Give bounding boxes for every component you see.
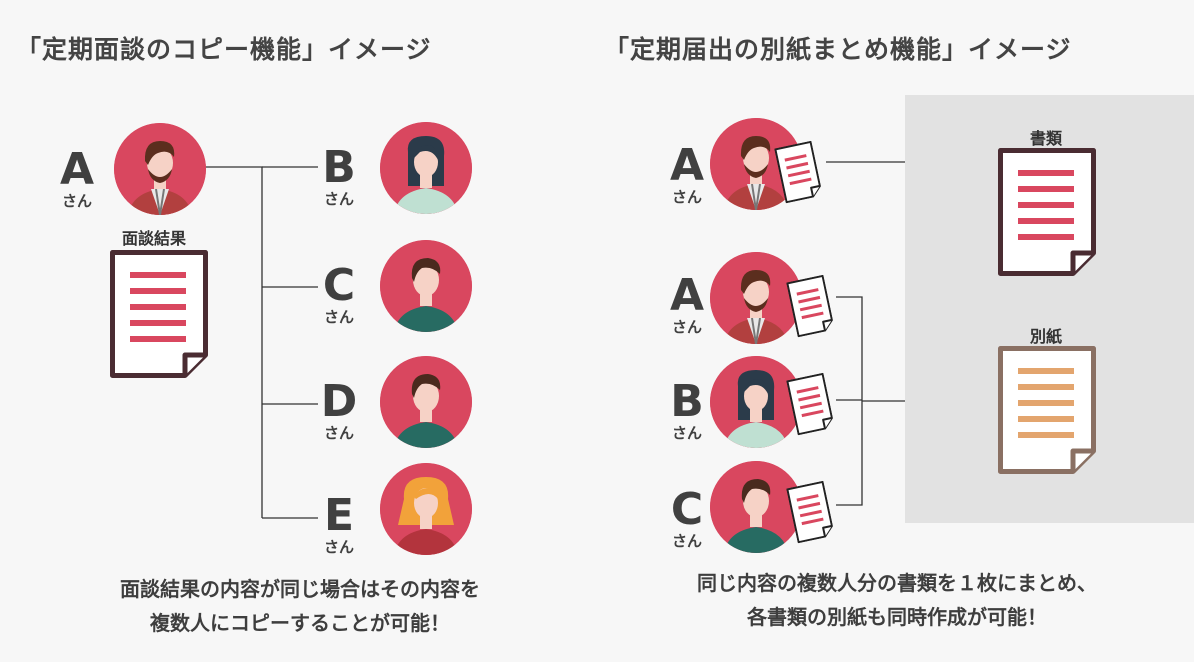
left-caption: 面談結果の内容が同じ場合はその内容を 複数人にコピーすることが可能！ [0, 572, 600, 640]
person-letter: C [322, 260, 356, 311]
person-c-label: C さん [662, 484, 712, 551]
person-suffix: さん [323, 190, 354, 208]
person-letter: B [322, 142, 356, 193]
person-letter: B [670, 376, 704, 427]
document-icon [110, 250, 208, 382]
connector-group-bracket [836, 296, 863, 506]
caption-line: 複数人にコピーすることが可能！ [150, 611, 450, 635]
right-title: 「定期届出の別紙まとめ機能」イメージ [604, 35, 1072, 64]
person-suffix: さん [323, 308, 354, 326]
main-doc-label: 書類 [1030, 129, 1063, 148]
result-doc-label: 面談結果 [122, 229, 187, 248]
person-suffix: さん [323, 424, 354, 442]
avatar [380, 463, 472, 555]
person-a-label: A さん [662, 270, 712, 337]
caption-line: 面談結果の内容が同じ場合はその内容を [120, 577, 480, 601]
person-c-label: C さん [314, 260, 364, 327]
avatar [710, 356, 802, 448]
small-document-icon [786, 480, 836, 548]
person-letter: E [323, 490, 355, 541]
person-suffix: さん [61, 192, 92, 210]
person-letter: C [670, 484, 704, 535]
caption-line: 各書類の別紙も同時作成が可能！ [747, 605, 1047, 629]
person-letter: A [669, 270, 705, 321]
avatar [710, 118, 802, 210]
person-suffix: さん [671, 318, 702, 336]
avatar [380, 356, 472, 448]
small-document-icon [786, 274, 836, 342]
right-caption: 同じ内容の複数人分の書類を１枚にまとめ、 各書類の別紙も同時作成が可能！ [600, 566, 1194, 634]
person-a-label: A さん [662, 140, 712, 207]
person-d-label: D さん [314, 376, 364, 443]
caption-line: 同じ内容の複数人分の書類を１枚にまとめ、 [697, 571, 1097, 595]
person-letter: A [669, 140, 705, 191]
person-letter: A [59, 144, 95, 195]
person-b-label: B さん [662, 376, 712, 443]
small-document-icon [774, 140, 824, 208]
person-a-label: A さん [52, 144, 102, 211]
attachment-document-icon [998, 346, 1096, 478]
document-icon [998, 148, 1096, 280]
left-title: 「定期面談のコピー機能」イメージ [16, 35, 432, 64]
person-suffix: さん [671, 188, 702, 206]
person-suffix: さん [671, 424, 702, 442]
person-suffix: さん [671, 532, 702, 550]
connector-a-to-targets [205, 166, 263, 518]
small-document-icon [786, 372, 836, 440]
avatar [114, 123, 206, 215]
attachment-doc-label: 別紙 [1030, 327, 1063, 346]
person-suffix: さん [323, 538, 354, 556]
person-letter: D [320, 376, 358, 427]
avatar [710, 252, 802, 344]
person-b-label: B さん [314, 142, 364, 209]
avatar [710, 461, 802, 553]
avatar [380, 122, 472, 214]
person-e-label: E さん [314, 490, 364, 557]
avatar [380, 240, 472, 332]
